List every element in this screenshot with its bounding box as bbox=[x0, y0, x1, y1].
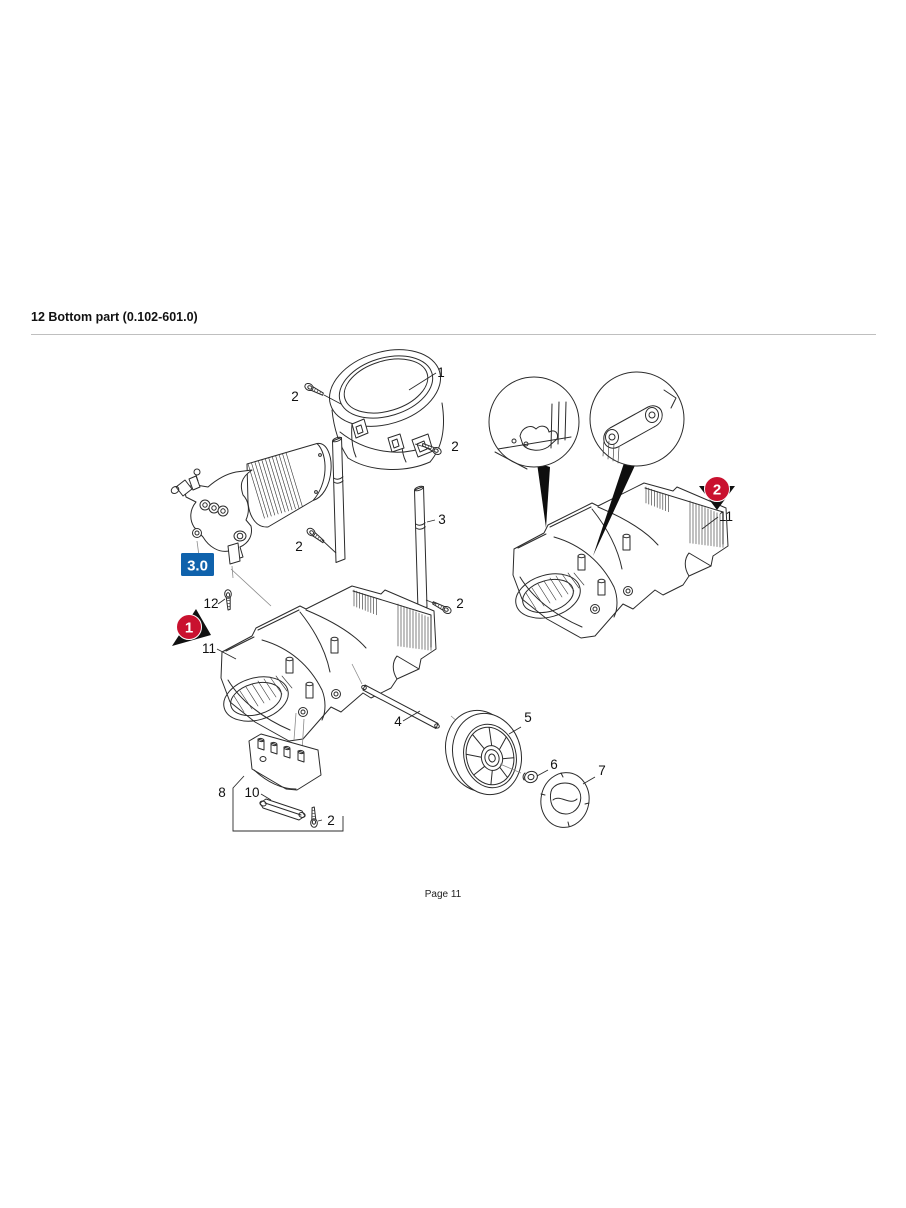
badge-version-label: 3.0 bbox=[187, 558, 208, 575]
badge-step-2-label: 2 bbox=[713, 482, 721, 499]
detail-circle-right bbox=[589, 371, 685, 467]
part-11-housing-main-drawing bbox=[217, 585, 437, 742]
callout-part-2e: 2 bbox=[327, 813, 335, 828]
part-10-pad-drawing bbox=[259, 798, 306, 821]
callout-part-11b: 11 bbox=[719, 509, 733, 524]
callout-part-3: 3 bbox=[438, 512, 446, 527]
screw-2-bottom bbox=[309, 806, 319, 828]
callout-part-5: 5 bbox=[524, 710, 532, 725]
callout-part-12: 12 bbox=[203, 596, 218, 611]
part-callouts: 1 2 2 2 3 2 12 11 4 5 6 7 8 10 2 11 bbox=[202, 365, 733, 828]
callout-part-2b: 2 bbox=[451, 439, 459, 454]
page-number: Page 11 bbox=[424, 889, 462, 900]
badge-step-1-label: 1 bbox=[185, 620, 193, 637]
screw-2-top-left bbox=[303, 381, 326, 398]
callout-part-10: 10 bbox=[244, 785, 259, 800]
callout-part-1: 1 bbox=[437, 365, 445, 380]
page-title: 12 Bottom part (0.102-601.0) bbox=[31, 310, 198, 324]
bracket-8 bbox=[232, 775, 344, 832]
detail-pointer-left bbox=[537, 463, 550, 528]
detail-circle-left bbox=[488, 376, 580, 470]
part-8-tray-drawing bbox=[248, 712, 322, 791]
badge-step-2: 2 bbox=[699, 476, 735, 510]
callout-part-11a: 11 bbox=[202, 641, 216, 656]
screw-12 bbox=[223, 588, 233, 611]
badge-step-1: 1 bbox=[172, 609, 211, 646]
callout-part-2c: 2 bbox=[295, 539, 303, 554]
callout-part-4: 4 bbox=[394, 714, 402, 729]
motor-pump-drawing bbox=[170, 442, 332, 607]
leader-lines bbox=[216, 372, 719, 832]
part-3-rods-drawing bbox=[332, 436, 428, 611]
screw-2-mid-left bbox=[305, 526, 327, 545]
callout-part-7: 7 bbox=[598, 763, 606, 778]
badge-version: 3.0 bbox=[181, 553, 214, 576]
callout-part-2d: 2 bbox=[456, 596, 464, 611]
callout-part-8: 8 bbox=[218, 785, 226, 800]
callout-part-6: 6 bbox=[550, 757, 558, 772]
callout-part-2a: 2 bbox=[291, 389, 299, 404]
part-6-nut-drawing bbox=[499, 763, 538, 784]
detail-pointer-right bbox=[593, 459, 638, 556]
title-divider bbox=[31, 334, 876, 335]
part-7-hubcap-drawing bbox=[540, 772, 590, 828]
part-5-wheel-drawing bbox=[445, 709, 522, 796]
